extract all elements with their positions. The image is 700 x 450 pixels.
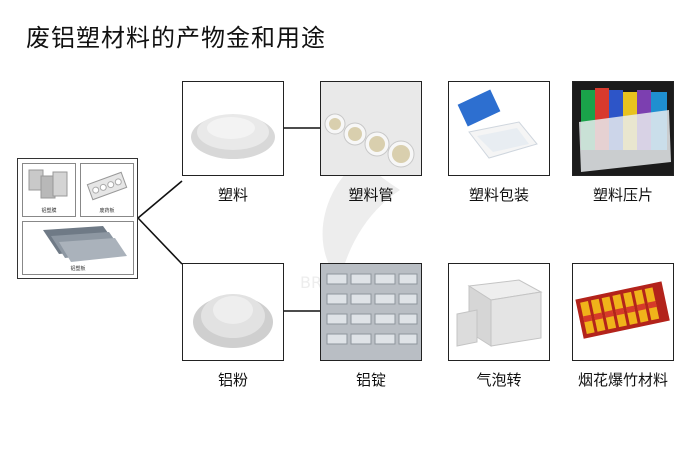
aluminum-plastic-panel-photo: 铝塑板 (22, 221, 134, 275)
aerated-block-label: 气泡转 (476, 371, 522, 389)
waste-blister-photo: 废药板 (80, 163, 134, 217)
aluminum-film-photo: 铝塑膜 (22, 163, 76, 217)
aluminum-ingot-photo (320, 263, 422, 361)
aerated-block-photo (448, 263, 550, 361)
branch-line-top (137, 180, 183, 219)
plastic-pipe-label: 塑料管 (348, 186, 394, 204)
plastic-packaging-photo (448, 81, 550, 176)
waste-material-box: 铝塑膜 废药板 铝塑板 (17, 158, 138, 279)
plastic-sheet-label: 塑料压片 (592, 186, 654, 204)
aluminum-ingot-label: 铝锭 (355, 371, 387, 389)
aluminum-powder-photo (182, 263, 284, 361)
plastic-sheet-photo (572, 81, 674, 176)
branch-line-bottom (137, 217, 183, 265)
plastic-label: 塑料 (217, 186, 249, 204)
aluminum-powder-label: 铝粉 (217, 371, 249, 389)
plastic-pipe-photo (320, 81, 422, 176)
fireworks-material-label: 烟花爆竹材料 (577, 371, 669, 389)
plastic-packaging-label: 塑料包装 (468, 186, 530, 204)
plastic-photo (182, 81, 284, 176)
fireworks-material-photo (572, 263, 674, 361)
page-title: 废铝塑材料的产物金和用途 (26, 24, 326, 52)
